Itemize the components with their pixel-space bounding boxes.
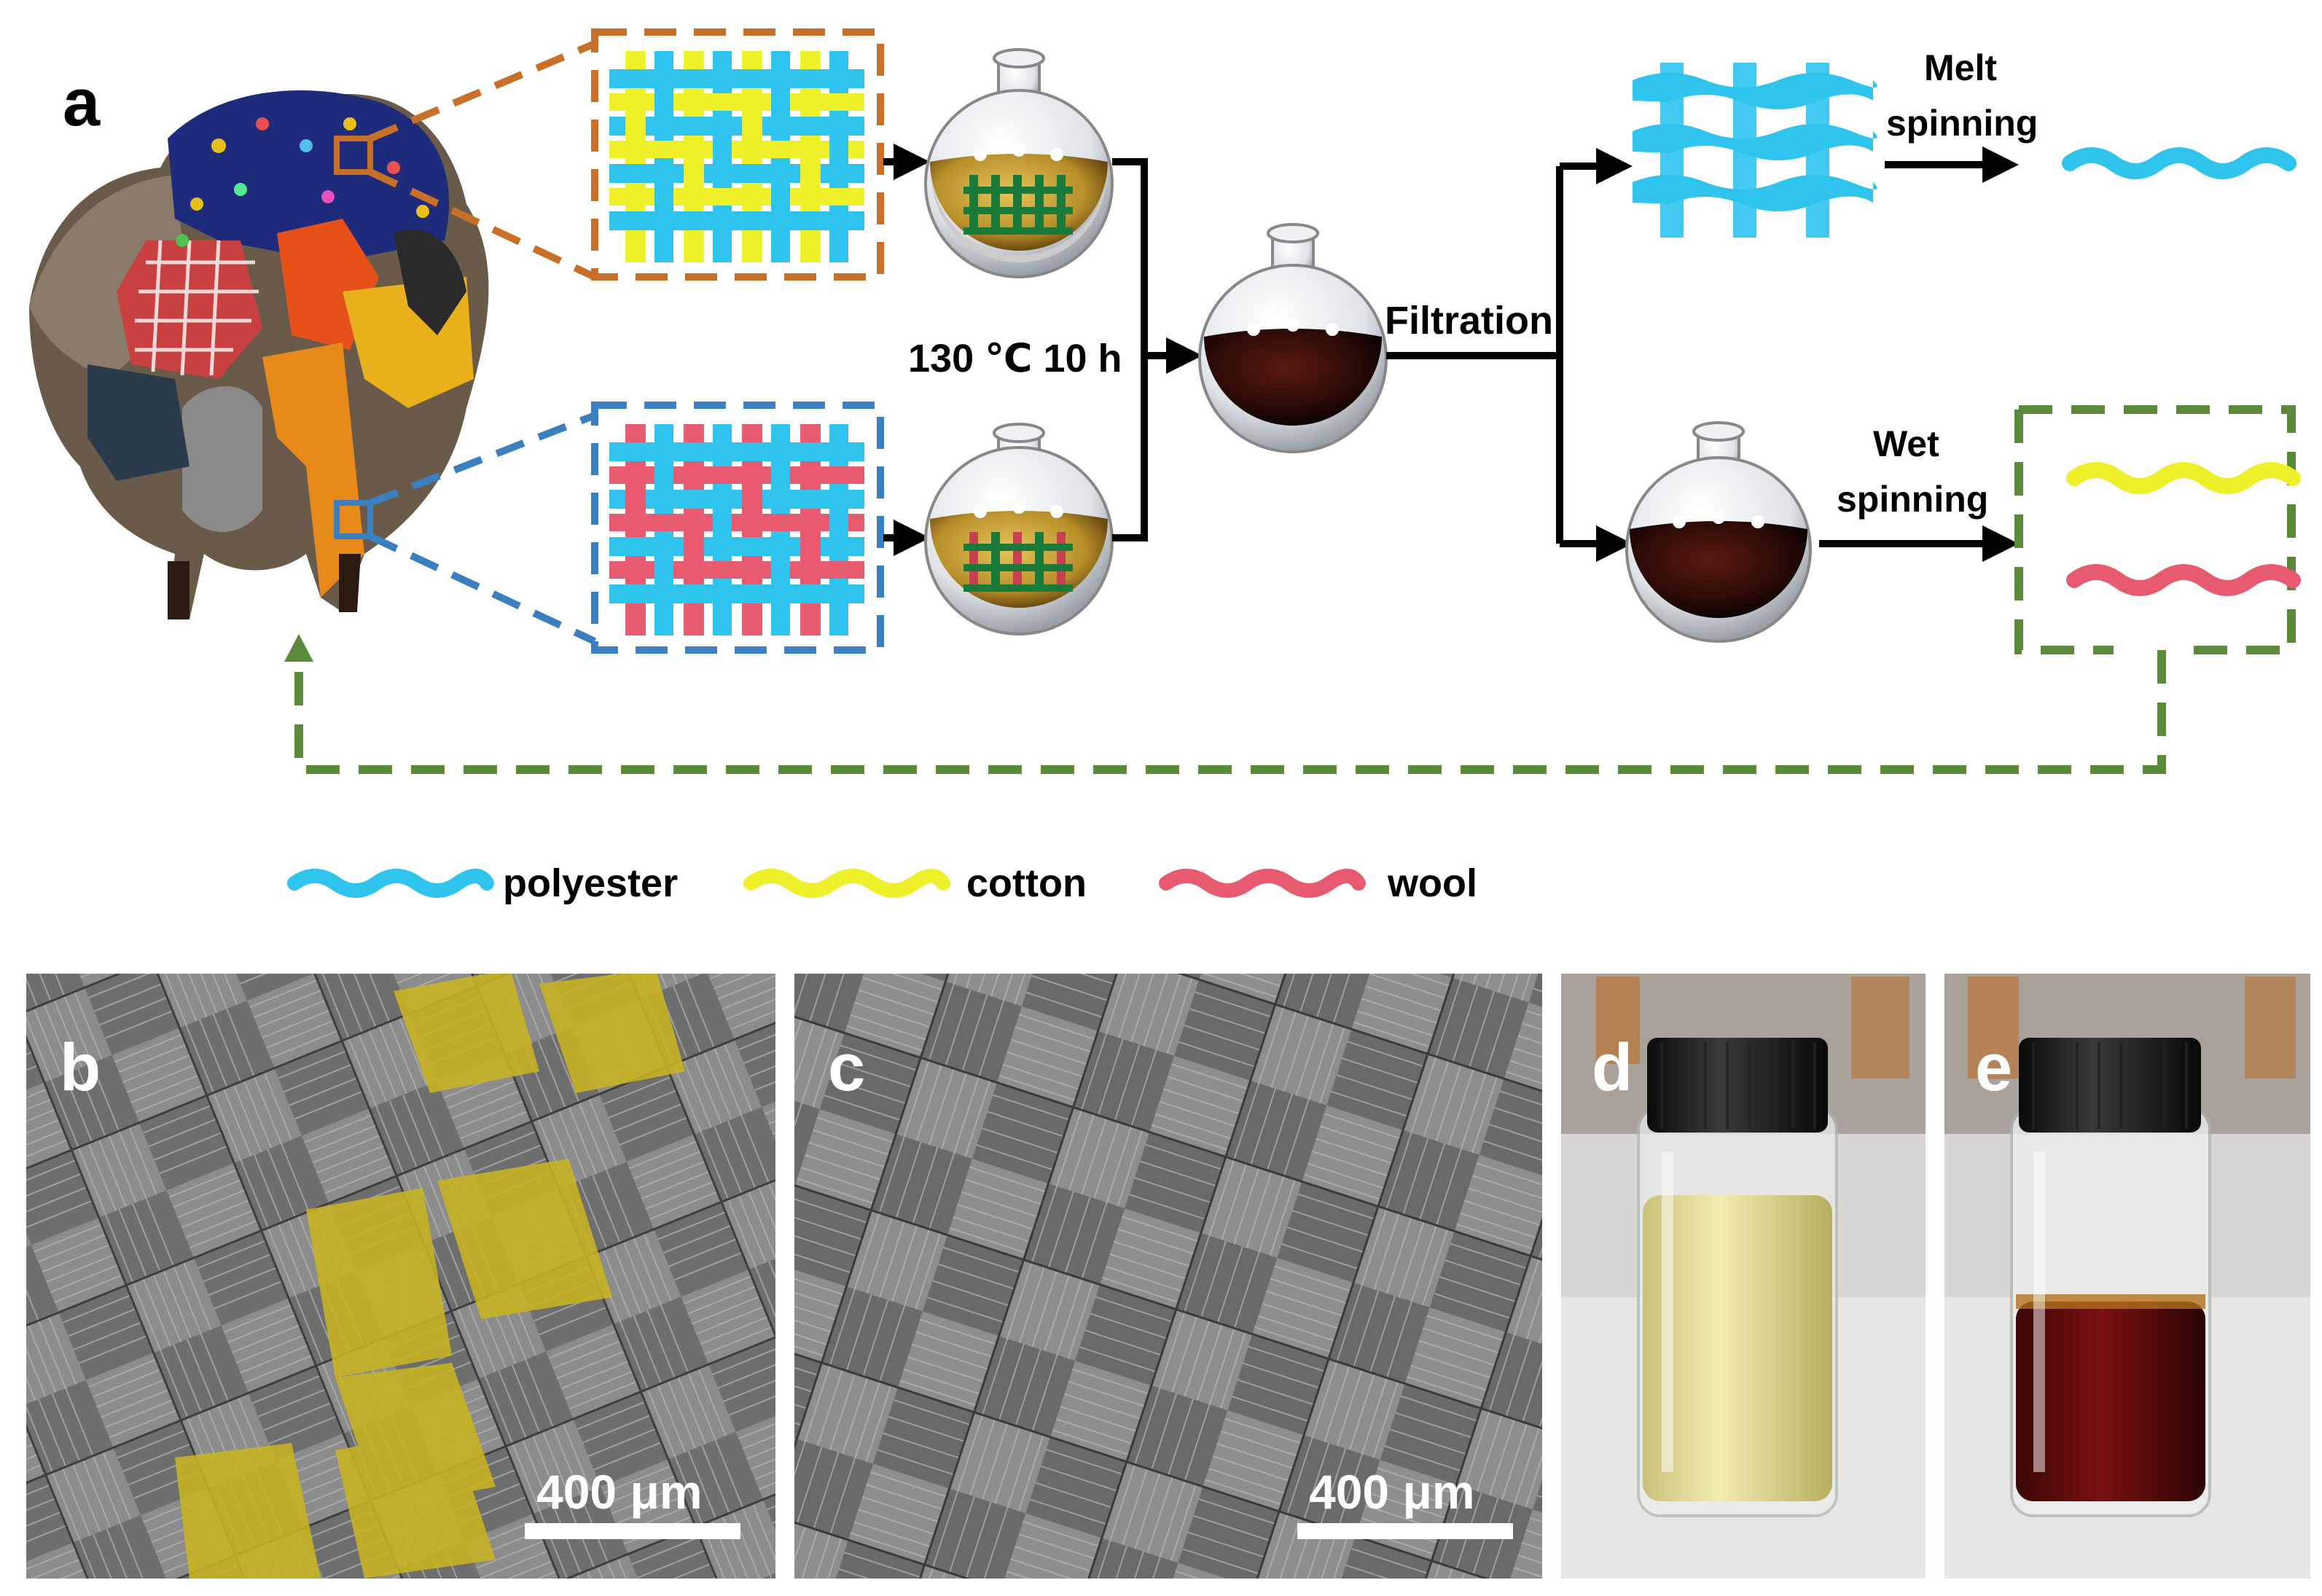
clothes-pile-photo bbox=[29, 90, 489, 619]
legend-swatch-polyester bbox=[287, 869, 494, 898]
melt-spinning-label-1: Melt bbox=[1924, 47, 1997, 88]
recycle-loop bbox=[294, 650, 2166, 774]
panel-b: b 400 μm bbox=[26, 974, 775, 1579]
melt-spinning-label-2: spinning bbox=[1886, 103, 2038, 144]
flask-filtrate bbox=[1625, 421, 1812, 643]
wet-spinning-label-1: Wet bbox=[1873, 423, 1939, 464]
panel-label-d: d bbox=[1592, 1030, 1633, 1105]
weave-box-polyester-cotton bbox=[591, 28, 884, 281]
legend-label-cotton: cotton bbox=[966, 861, 1087, 905]
legend-swatch-cotton bbox=[743, 869, 950, 898]
flask-middle bbox=[1198, 223, 1388, 453]
flask-top bbox=[924, 48, 1114, 278]
legend-label-polyester: polyester bbox=[503, 861, 678, 905]
vial-e bbox=[2010, 1038, 2211, 1517]
merge-connector bbox=[1112, 158, 1148, 541]
output-box-green-side bbox=[2014, 410, 2114, 654]
legend-swatch-wool bbox=[1159, 869, 1366, 898]
weave-polyester-cotton bbox=[609, 51, 864, 262]
scale-bar-c bbox=[1297, 1523, 1513, 1539]
scale-bar-b bbox=[525, 1523, 740, 1539]
filtration-label: Filtration bbox=[1385, 299, 1553, 343]
zoom-line-blue-top bbox=[369, 412, 596, 506]
weave-polyester-wool bbox=[609, 424, 864, 635]
flask-bottom bbox=[924, 423, 1114, 635]
vial-d bbox=[1637, 1038, 1838, 1517]
cotton-highlight-regions bbox=[175, 974, 685, 1579]
scale-bar-label-b: 400 μm bbox=[536, 1465, 703, 1519]
legend-label-wool: wool bbox=[1387, 861, 1477, 905]
zoom-box-polyester-cotton bbox=[334, 136, 373, 175]
wet-spinning-label-2: spinning bbox=[1837, 479, 1988, 520]
zoom-line-blue-bottom bbox=[368, 533, 597, 645]
panel-e: e bbox=[1944, 974, 2310, 1579]
panel-label-e: e bbox=[1975, 1030, 2012, 1105]
panel-label-a: a bbox=[63, 66, 101, 140]
zoom-line-orange-top bbox=[369, 40, 596, 142]
polyester-fiber-output bbox=[2062, 147, 2296, 179]
polyester-mesh bbox=[1633, 63, 1877, 238]
panel-c: c 400 μm bbox=[794, 974, 1542, 1579]
reaction-condition: 130 ℃ 10 h bbox=[908, 337, 1122, 380]
output-box-green-top bbox=[2019, 405, 2296, 654]
legend: polyester cotton wool bbox=[287, 861, 1477, 905]
panel-a: a bbox=[29, 28, 2301, 905]
zoom-box-polyester-wool bbox=[334, 500, 373, 539]
panel-d: d bbox=[1561, 974, 1926, 1579]
sem-image-c bbox=[794, 974, 1542, 1579]
panel-label-c: c bbox=[828, 1030, 865, 1105]
vial-cap-d bbox=[1647, 1038, 1828, 1133]
panel-label-b: b bbox=[60, 1030, 101, 1105]
wool-fiber-output bbox=[2066, 564, 2301, 596]
zoom-line-orange-bottom bbox=[368, 168, 597, 281]
polka-dots bbox=[176, 117, 429, 247]
cotton-fiber-output bbox=[2066, 462, 2301, 494]
vial-cap-e bbox=[2019, 1038, 2201, 1133]
weave-box-polyester-wool bbox=[591, 402, 884, 654]
scale-bar-label-c: 400 μm bbox=[1309, 1465, 1475, 1519]
recycle-loop-arrowhead bbox=[284, 634, 313, 662]
